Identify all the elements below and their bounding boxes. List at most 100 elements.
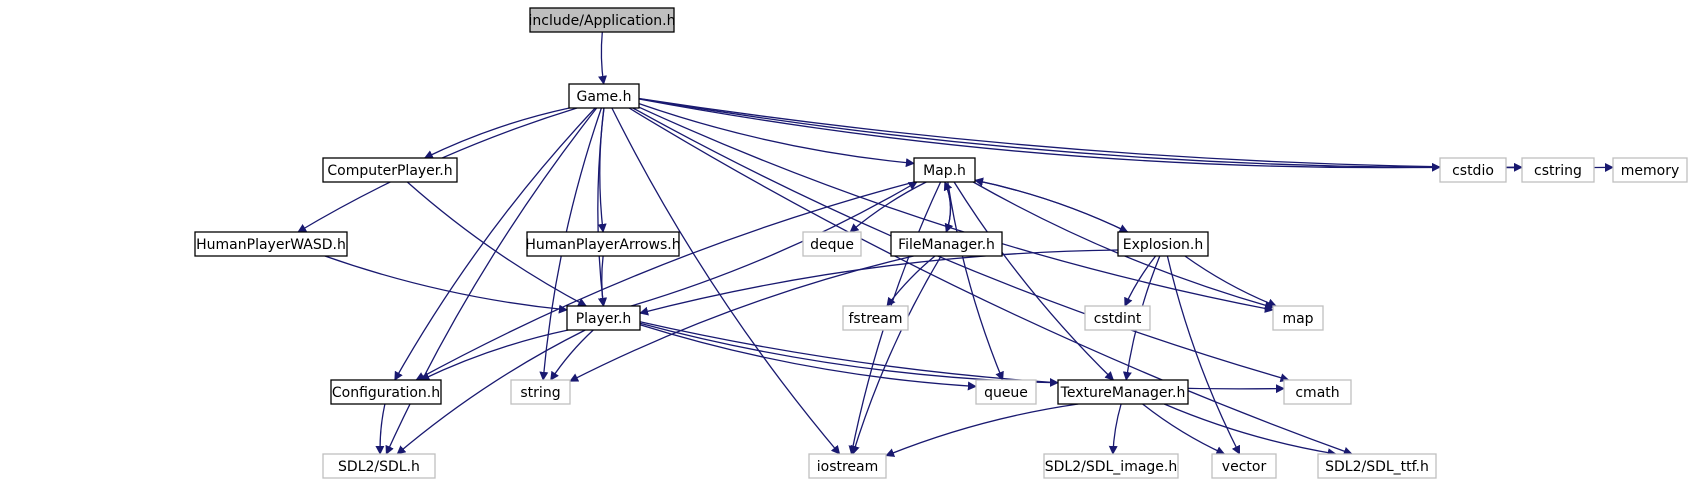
node-cstdio: cstdio — [1439, 157, 1507, 183]
node-label-sdl: SDL2/SDL.h — [338, 459, 420, 475]
node-box-cmath — [1283, 379, 1352, 405]
node-box-map — [913, 157, 976, 183]
node-explosion[interactable]: Explosion.h — [1117, 231, 1209, 257]
node-map[interactable]: Map.h — [913, 157, 976, 183]
node-configuration[interactable]: Configuration.h — [330, 379, 442, 405]
node-computerplayer[interactable]: ComputerPlayer.h — [322, 157, 458, 183]
node-box-memory — [1612, 157, 1688, 183]
edge-player-to-texturemanager — [639, 322, 1059, 388]
node-box-fstream — [842, 305, 909, 331]
node-box-string — [510, 379, 571, 405]
edge-map-to-configuration — [415, 181, 915, 381]
node-box-computerplayer — [322, 157, 458, 183]
node-cstring: cstring — [1521, 157, 1595, 183]
edge-player-to-cmath — [639, 321, 1285, 394]
node-box-mapstd — [1272, 305, 1324, 331]
node-label-cstdio: cstdio — [1452, 163, 1494, 179]
edge-game-to-mapstd — [638, 106, 1274, 313]
node-queue: queue — [975, 379, 1037, 405]
node-fstream: fstream — [842, 305, 909, 331]
node-game[interactable]: Game.h — [568, 83, 640, 109]
node-label-explosion: Explosion.h — [1123, 237, 1203, 253]
edge-map-to-deque — [849, 181, 927, 233]
node-box-player — [566, 305, 641, 331]
edge-game-to-sdlttf — [628, 107, 1353, 456]
node-label-deque: deque — [810, 237, 854, 253]
node-label-fstream: fstream — [849, 311, 903, 327]
node-vector: vector — [1211, 453, 1277, 479]
node-humanwasd[interactable]: HumanPlayerWASD.h — [194, 231, 348, 257]
edges-layer — [297, 31, 1614, 458]
node-label-game: Game.h — [576, 89, 631, 105]
node-label-mapstd: map — [1282, 311, 1313, 327]
edge-game-to-cmath — [632, 107, 1290, 383]
node-iostream: iostream — [808, 453, 887, 479]
node-box-cstdint — [1084, 305, 1151, 331]
node-label-texturemanager: TextureManager.h — [1060, 385, 1186, 401]
edge-player-to-sdl — [396, 329, 586, 455]
edge-map-to-texturemanager — [953, 181, 1115, 381]
node-label-filemanager: FileManager.h — [898, 237, 995, 253]
node-label-memory: memory — [1621, 163, 1680, 179]
node-label-vector: vector — [1222, 459, 1267, 475]
edge-player-to-configuration — [420, 329, 569, 381]
edge-game-to-cstdio — [638, 98, 1441, 172]
node-box-application — [529, 7, 675, 33]
node-label-cstring: cstring — [1534, 163, 1582, 179]
node-label-sdlttf: SDL2/SDL_ttf.h — [1325, 459, 1429, 475]
node-box-texturemanager — [1057, 379, 1189, 405]
node-label-cstdint: cstdint — [1094, 311, 1142, 327]
node-label-iostream: iostream — [817, 459, 879, 475]
node-label-humanwasd: HumanPlayerWASD.h — [196, 237, 346, 253]
node-cmath: cmath — [1283, 379, 1352, 405]
edge-filemanager-to-fstream — [886, 255, 936, 307]
edge-configuration-to-sdl — [375, 403, 386, 455]
node-sdlimage: SDL2/SDL_image.h — [1043, 453, 1179, 479]
edge-player-to-map — [630, 181, 918, 307]
node-label-humanarrows: HumanPlayerArrows.h — [525, 237, 680, 253]
node-label-cmath: cmath — [1295, 385, 1339, 401]
node-box-deque — [802, 231, 862, 257]
node-deque: deque — [802, 231, 862, 257]
node-label-sdlimage: SDL2/SDL_image.h — [1045, 459, 1178, 475]
node-label-player: Player.h — [576, 311, 632, 327]
node-box-sdlimage — [1043, 453, 1179, 479]
node-filemanager[interactable]: FileManager.h — [890, 231, 1003, 257]
edge-explosion-to-cstdint — [1124, 255, 1157, 307]
node-box-game — [568, 83, 640, 109]
edge-player-to-string — [550, 329, 594, 381]
node-label-computerplayer: ComputerPlayer.h — [327, 163, 452, 179]
node-box-sdlttf — [1317, 453, 1437, 479]
node-box-cstring — [1521, 157, 1595, 183]
edge-texturemanager-to-sdlttf — [1163, 403, 1337, 458]
edge-map-to-explosion — [974, 179, 1129, 233]
edge-explosion-to-mapstd — [1184, 255, 1277, 308]
edge-explosion-to-map — [974, 177, 1128, 233]
edge-texturemanager-to-sdlimage — [1108, 403, 1122, 455]
edge-game-to-computerplayer — [423, 107, 570, 159]
node-player[interactable]: Player.h — [566, 305, 641, 331]
node-humanarrows[interactable]: HumanPlayerArrows.h — [525, 231, 681, 257]
node-memory: memory — [1612, 157, 1688, 183]
edge-game-to-iostream — [611, 107, 841, 455]
node-sdl: SDL2/SDL.h — [322, 453, 436, 479]
node-label-application: include/Application.h — [529, 13, 676, 29]
node-box-sdl — [322, 453, 436, 479]
edge-filemanager-to-string — [569, 255, 914, 382]
edge-computerplayer-to-player — [406, 181, 587, 307]
node-label-string: string — [520, 385, 560, 401]
node-texturemanager[interactable]: TextureManager.h — [1057, 379, 1189, 405]
edge-texturemanager-to-vector — [1142, 403, 1226, 455]
edge-game-to-configuration — [394, 107, 596, 381]
node-box-cstdio — [1439, 157, 1507, 183]
edge-map-to-queue — [947, 181, 1004, 381]
edge-game-to-cstring — [638, 98, 1523, 172]
node-box-iostream — [808, 453, 887, 479]
node-box-queue — [975, 379, 1037, 405]
node-cstdint: cstdint — [1084, 305, 1151, 331]
node-application[interactable]: include/Application.h — [529, 7, 676, 33]
node-box-configuration — [330, 379, 442, 405]
node-sdlttf: SDL2/SDL_ttf.h — [1317, 453, 1437, 479]
edge-game-to-player — [597, 107, 608, 307]
